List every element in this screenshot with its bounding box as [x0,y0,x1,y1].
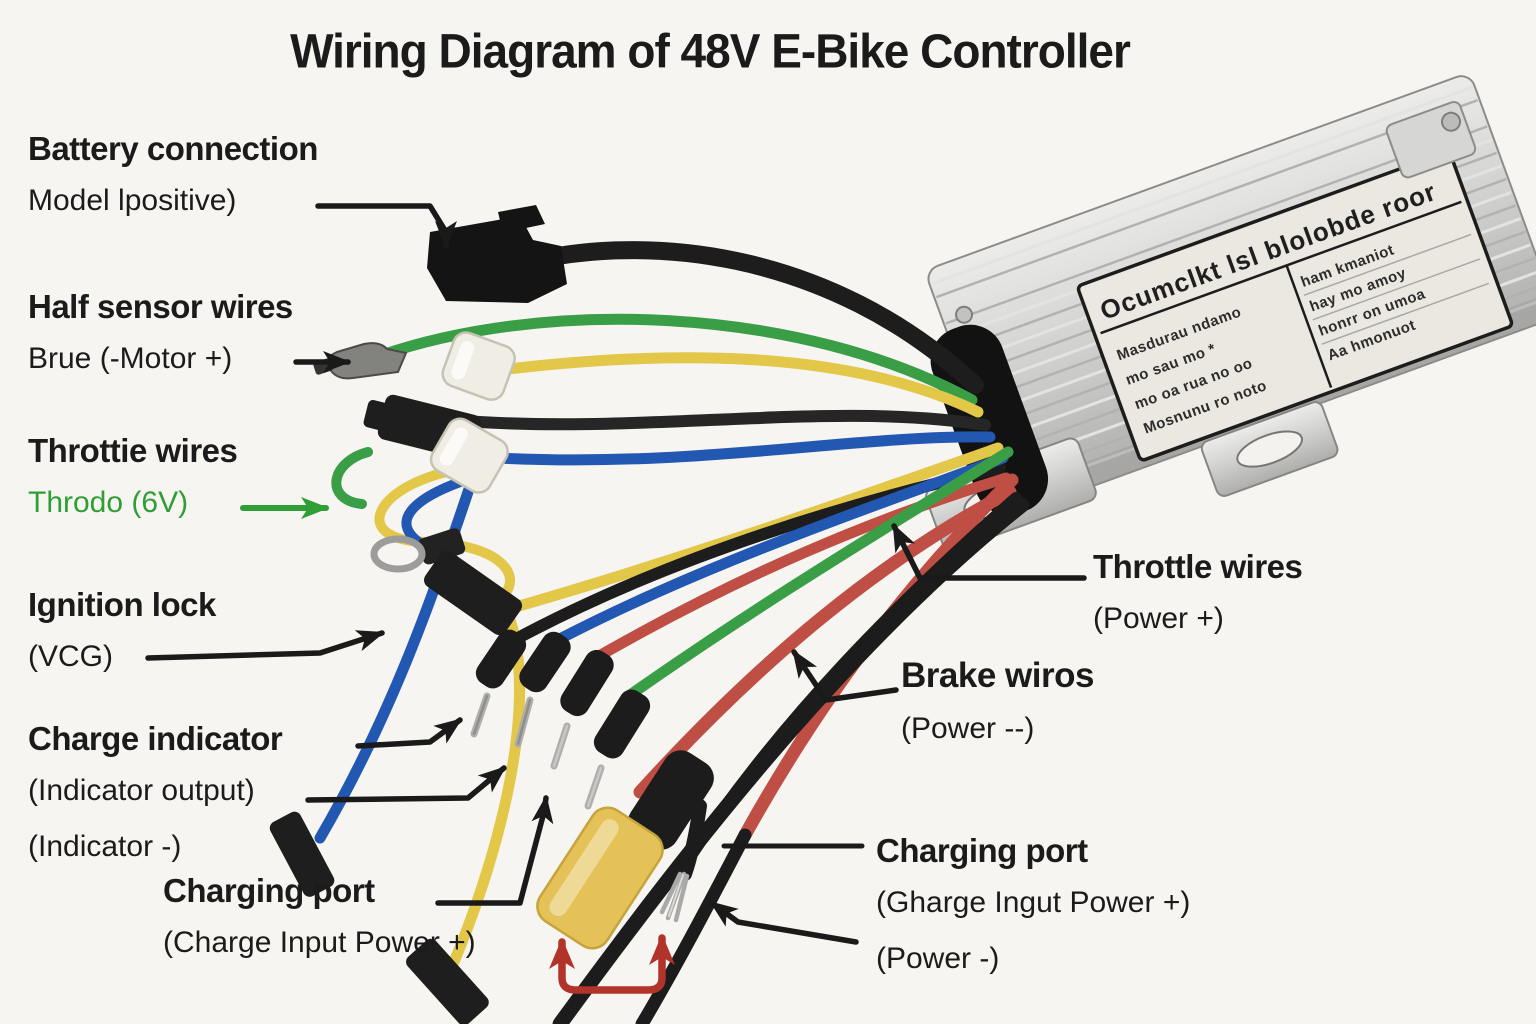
label-brake-wires: Brake wiros (Power --) [901,656,1094,753]
ring-terminal [370,535,426,573]
wire-battery-black [496,241,984,394]
label-sub: (Gharge Ingut Power +) [876,885,1191,919]
leader-charging-left [435,795,554,906]
label-sub: Brue (-Motor +) [28,341,233,375]
mounting-flange-middle [1200,401,1339,497]
page-title: Wiring Diagram of 48V E-Bike Controller [290,23,1131,79]
label-sub: (Indicator -) [28,830,182,864]
pin-terminal-red [550,649,614,770]
wire-blue-pin [542,452,1009,651]
label-title: Ignition lock [28,586,216,623]
leader-charge-indicator-1 [355,717,463,749]
label-sub: (VCG) [28,639,113,673]
pin-terminal-blue [514,631,571,748]
black-connector-blue-end [269,811,335,897]
label-sub: Model lpositive) [28,183,237,217]
leader-battery [315,203,457,249]
controller-box: Ocumclkt lsl blolobde roor Masdurau ndam… [927,75,1536,514]
label-throttle-wires-right: Throttle wires (Power +) [1093,548,1303,642]
label-title: Charging port [163,872,375,909]
label-ignition-lock: Ignition lock (VCG) [28,586,216,680]
leader-throttle-right [891,523,1087,581]
label-title: Throttie wires [28,432,238,469]
battery-connector-latch [498,205,545,233]
leader-charge-indicator-2 [305,765,507,803]
wire-black-mid [446,409,991,431]
pin-terminal-black [470,629,527,738]
leader-brake [791,649,899,703]
label-sub: (Indicator output) [28,773,255,807]
wire-green-hairpin [331,447,373,509]
wire-hall-green [362,313,978,406]
bare-wire-tip [659,799,707,923]
red-loop-arrow [549,934,675,994]
wire-brake-red-sheath [635,828,752,1024]
white-connector-1 [441,331,516,401]
label-charge-indicator: Charge indicator (Indicator output) (Ind… [28,720,283,871]
black-connector-2 [423,550,523,636]
wire-green-pin [624,446,1014,701]
label-charging-port-right: Charging port (Gharge Ingut Power +) (Po… [876,832,1190,983]
label-sub: (Power --) [901,712,1035,746]
label-title: Throttle wires [1093,548,1303,585]
label-battery-connection: Battery connection Model lpositive) [28,130,318,224]
battery-connector [427,216,567,303]
label-title: Charging port [876,832,1088,869]
label-charging-port-left: Charging port (Charge Input Power +) [163,872,476,966]
screw [955,305,974,324]
label-sub: (Power +) [1093,601,1224,635]
pin-terminal-green [584,689,651,810]
label-title: Charge indicator [28,720,283,757]
mounting-tab-top [1385,100,1477,179]
label-title: Brake wiros [901,656,1094,695]
label-title: Battery connection [28,130,318,167]
label-throttle-wires-left: Throttie wires Throdo (6V) [28,432,238,526]
label-title: Half sensor wires [28,288,293,325]
black-connector-yellow-end [406,938,489,1024]
white-connector-2 [429,417,509,494]
leader-ignition [145,630,385,661]
leader-power-minus [709,900,859,945]
label-hall-sensor-wires: Half sensor wires Brue (-Motor +) [28,288,293,382]
label-sub: (Charge Input Power +) [163,925,476,959]
wire-red-pin [586,472,1012,666]
wire-charging-black [682,492,1022,866]
label-sub: (Power -) [876,942,1000,976]
label-sub: Throdo (6V) [28,485,189,519]
wire-yellow-upper [494,352,984,418]
wire-charging-red [633,485,1017,799]
xt60-connector [536,750,714,950]
wire-blue-mid [492,431,996,466]
